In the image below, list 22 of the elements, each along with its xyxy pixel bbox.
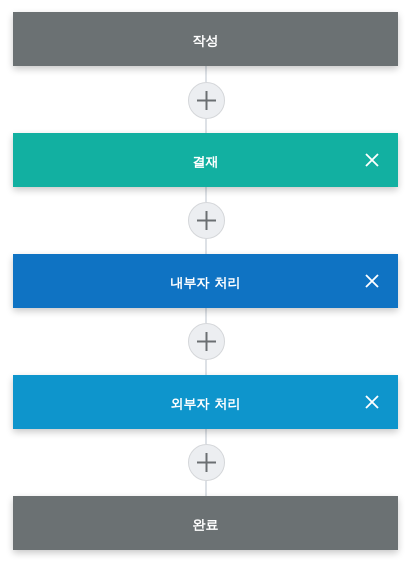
add-button [188,444,224,481]
step-title: 완료 [192,516,218,534]
workflow-step-bar [13,375,398,429]
step-title: 결재 [192,154,218,170]
step-title: 작성 [192,32,218,50]
connector-line [205,429,207,444]
workflow-step-bar [13,133,398,187]
workflow-step-bar [13,254,398,308]
connector-line [205,187,207,202]
connector-line [205,239,207,254]
connector-line [205,360,207,375]
add-button [188,202,224,239]
step-title: 내부자 처리 [170,274,240,292]
connector-line [205,119,207,133]
add-button [188,82,224,119]
add-button [188,323,224,360]
workflow-step-bar [13,12,398,66]
workflow-step-bar [13,496,398,550]
connector-line [205,308,207,323]
step-title: 외부자 처리 [170,396,240,412]
connector-line [205,66,207,82]
connector-line [205,481,207,496]
